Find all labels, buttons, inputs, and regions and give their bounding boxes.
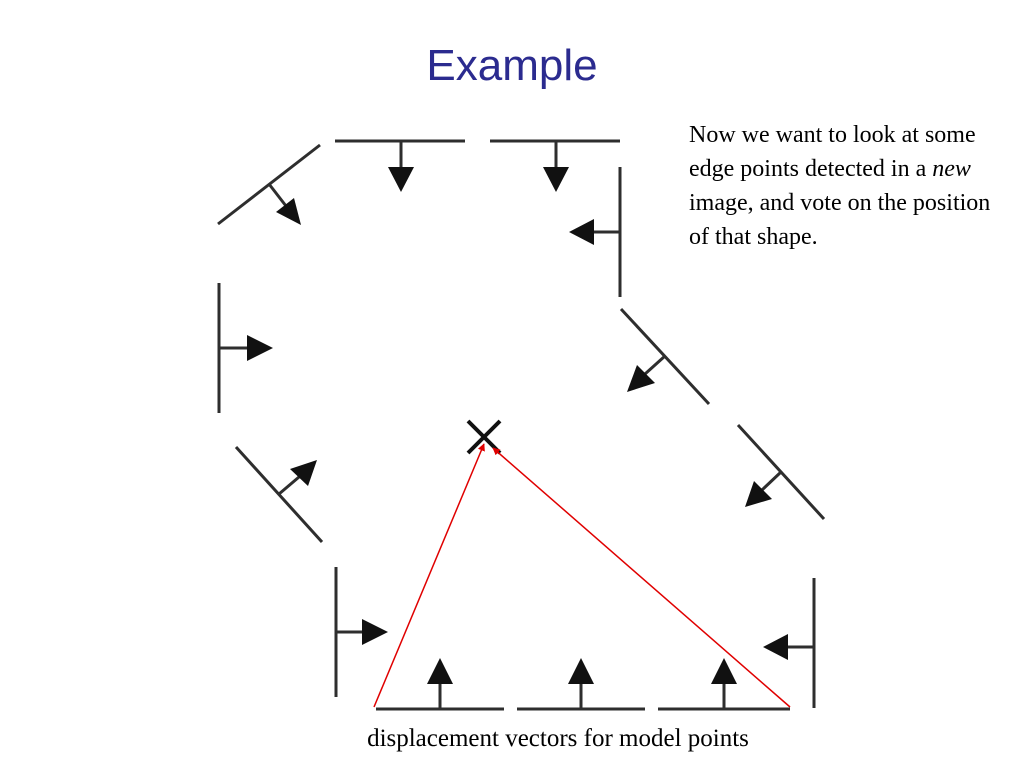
edge-point-bottom-left-vertical: [334, 567, 388, 697]
arrow-icon: [362, 619, 388, 645]
arrow-icon: [388, 167, 414, 192]
edge-point-top-right: [490, 139, 620, 192]
arrow-icon: [569, 219, 594, 245]
edge-point-right-upper: [569, 167, 622, 297]
arrow-icon: [627, 365, 655, 392]
arrow-icon: [568, 658, 594, 684]
edge-point-right-middle-diagonal: [619, 307, 711, 406]
edge-point-left: [217, 283, 273, 413]
edge-point-bottom-3: [658, 658, 790, 711]
arrow-icon: [276, 198, 301, 225]
displacement-vector-left: [373, 443, 485, 708]
edge-point-top-left: [335, 139, 465, 192]
body-text-emphasis: new: [932, 156, 971, 182]
arrow-icon: [543, 167, 569, 192]
edge-point-bottom-2: [517, 658, 645, 711]
body-text-part-1: Now we want to look at some edge points …: [689, 122, 976, 182]
body-text: Now we want to look at some edge points …: [689, 118, 1009, 254]
edge-point-bottom-right-vertical: [763, 578, 816, 708]
edge-point-right-lower-diagonal: [736, 423, 826, 521]
displacement-vectors: [373, 443, 791, 708]
arrow-icon: [763, 634, 788, 660]
arrow-icon: [711, 658, 737, 684]
edge-point-lower-left-diagonal: [234, 445, 324, 544]
x-cross-icon: [466, 419, 502, 455]
diagram-caption: displacement vectors for model points: [367, 725, 749, 752]
arrow-icon: [745, 481, 772, 507]
slide-title: Example: [426, 41, 598, 90]
arrow-icon: [427, 658, 453, 684]
displacement-vector-right: [492, 447, 791, 708]
edge-point-top-left-diagonal: [217, 143, 321, 226]
arrow-icon: [247, 335, 273, 361]
edge-point-bottom-1: [376, 658, 504, 711]
arrow-icon: [290, 460, 317, 486]
body-text-part-2: image, and vote on the position of that …: [689, 190, 991, 250]
